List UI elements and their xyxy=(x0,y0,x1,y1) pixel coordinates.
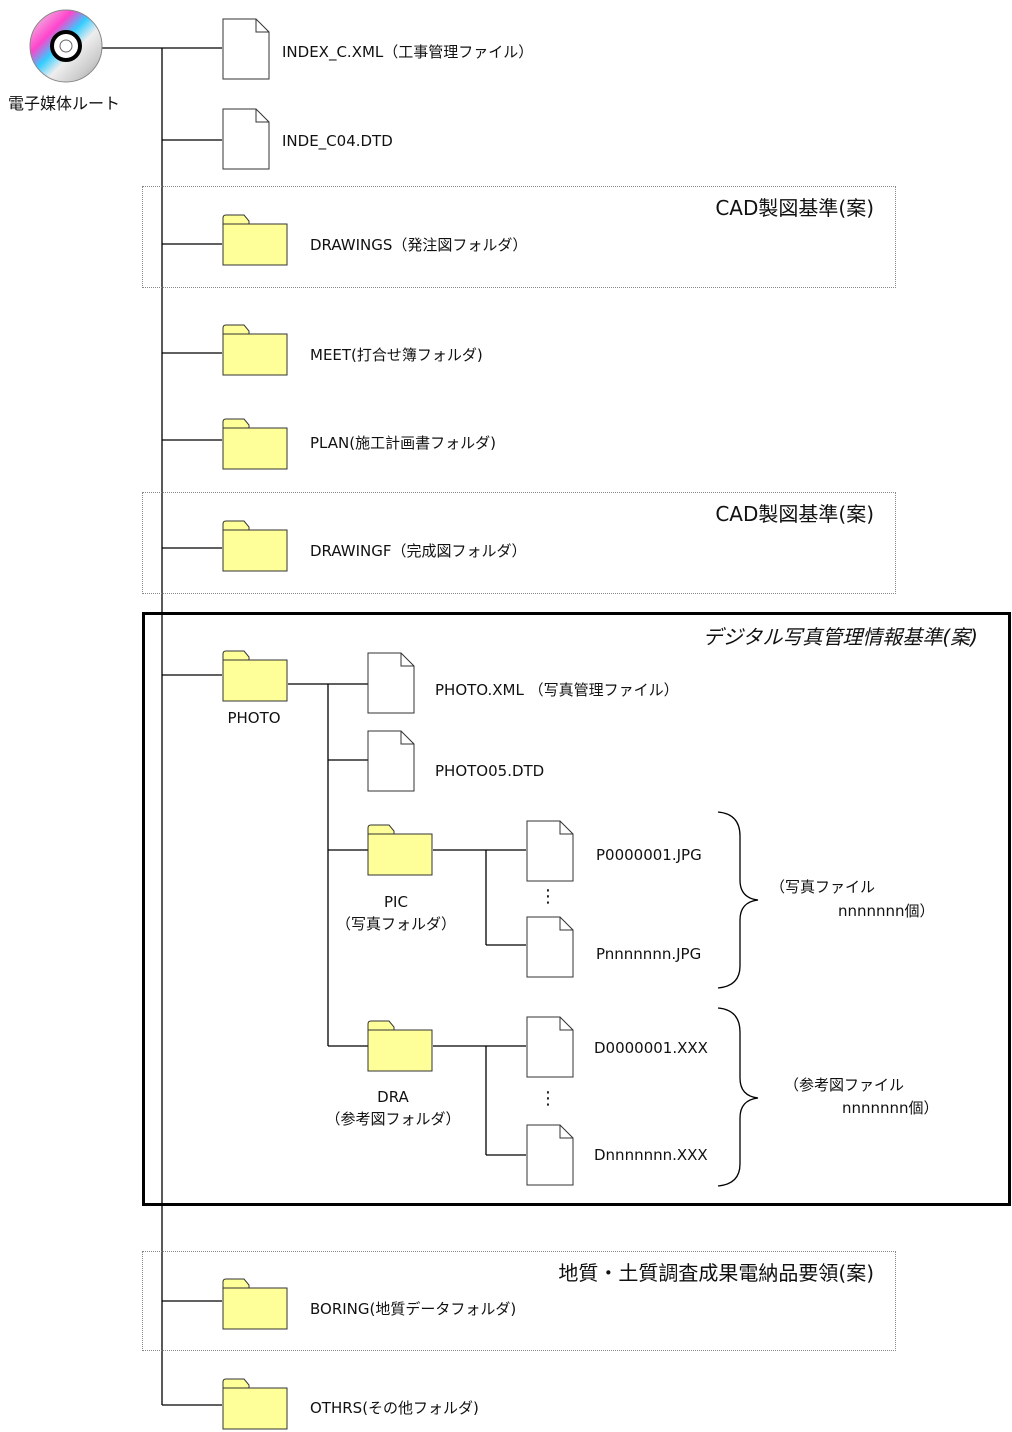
file-label-dra-first: D0000001.XXX xyxy=(594,1039,708,1057)
folder-icon xyxy=(222,1278,288,1330)
file-icon xyxy=(367,730,415,792)
ellipsis-dra: ⋮ xyxy=(539,1088,557,1109)
dra-files-note-2: nnnnnnn個） xyxy=(842,1099,939,1117)
folder-icon xyxy=(367,1020,433,1072)
file-label-index-dtd: INDE_C04.DTD xyxy=(282,132,393,150)
photo-standard-box xyxy=(142,612,1011,1206)
file-icon xyxy=(222,18,270,80)
folder-icon xyxy=(222,324,288,376)
file-icon xyxy=(222,108,270,170)
ellipsis-pic: ⋮ xyxy=(539,886,557,907)
group-header-drawings: CAD製図基準(案) xyxy=(715,196,874,220)
folder-label-pic: PIC xyxy=(384,893,408,911)
file-label-dra-last: Dnnnnnnn.XXX xyxy=(594,1146,708,1164)
folder-label-dra: DRA xyxy=(377,1088,409,1106)
file-icon xyxy=(526,916,574,978)
file-label-pic-last: Pnnnnnnn.JPG xyxy=(596,945,702,963)
folder-icon xyxy=(222,650,288,702)
group-header-drawingf: CAD製図基準(案) xyxy=(715,502,874,526)
cd-disc-icon xyxy=(29,9,103,83)
folder-label-othrs: OTHRS(その他フォルダ) xyxy=(310,1399,479,1417)
file-icon xyxy=(526,1124,574,1186)
group-box-drawings xyxy=(142,186,896,288)
folder-label-meet: MEET(打合せ簿フォルダ) xyxy=(310,346,483,364)
folder-label-photo: PHOTO xyxy=(227,709,281,727)
folder-icon xyxy=(222,418,288,470)
group-header-boring: 地質・土質調査成果電納品要領(案) xyxy=(558,1261,874,1285)
pic-files-note-2: nnnnnnn個） xyxy=(838,902,935,920)
folder-label-plan: PLAN(施工計画書フォルダ) xyxy=(310,434,496,452)
pic-files-note-1: （写真ファイル xyxy=(770,878,876,896)
photo-standard-header: デジタル写真管理情報基準(案) xyxy=(702,625,978,649)
group-box-drawingf xyxy=(142,492,896,594)
folder-label-drawingf: DRAWINGF（完成図フォルダ） xyxy=(310,542,527,560)
folder-label-drawings: DRAWINGS（発注図フォルダ） xyxy=(310,236,528,254)
file-icon xyxy=(367,652,415,714)
file-label-photo-dtd: PHOTO05.DTD xyxy=(435,762,545,780)
folder-icon xyxy=(222,214,288,266)
root-label: 電子媒体ルート xyxy=(8,94,121,113)
folder-icon xyxy=(222,520,288,572)
file-label-pic-first: P0000001.JPG xyxy=(596,846,702,864)
dra-files-note-1: （参考図ファイル xyxy=(784,1076,905,1094)
file-label-index-xml: INDEX_C.XML（工事管理ファイル） xyxy=(282,43,534,61)
folder-icon xyxy=(367,824,433,876)
file-icon xyxy=(526,1016,574,1078)
folder-desc-dra: （参考図フォルダ） xyxy=(325,1110,461,1128)
folder-desc-pic: （写真フォルダ） xyxy=(335,915,456,933)
folder-label-boring: BORING(地質データフォルダ) xyxy=(310,1300,517,1318)
file-label-photo-xml: PHOTO.XML （写真管理ファイル） xyxy=(435,681,679,699)
folder-icon xyxy=(222,1378,288,1430)
group-box-boring xyxy=(142,1251,896,1351)
file-icon xyxy=(526,820,574,882)
